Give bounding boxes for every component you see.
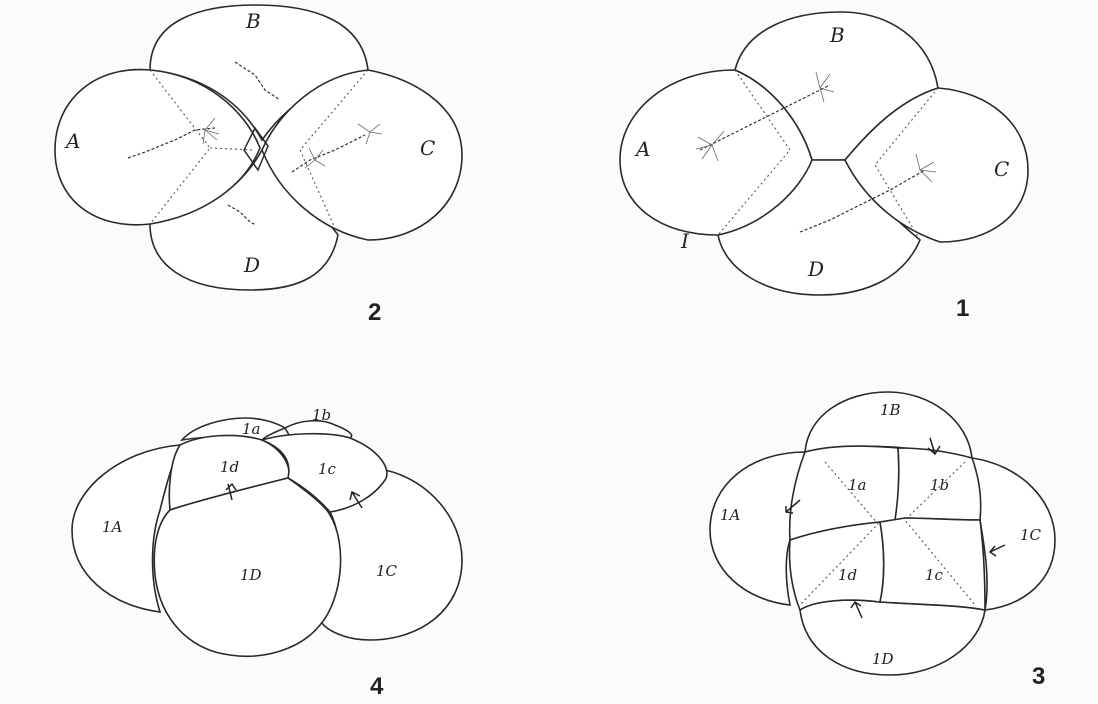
fig2-spindle-d [227, 204, 257, 226]
fig3-label-1c: 1C [1020, 526, 1042, 544]
fig3-cell-1c [879, 517, 986, 611]
fig1-aster-c [915, 153, 937, 183]
fig1-aster-b [815, 71, 835, 103]
fig3-label-1c-small: 1c [925, 566, 944, 584]
fig1-cell-c [844, 87, 1029, 243]
fig4-label-1d-small: 1d [220, 458, 239, 476]
fig2-cell-c [261, 69, 463, 241]
fig2-spindle-b [234, 61, 281, 101]
fig1-aster-a [695, 130, 725, 162]
fig1-label-d: D [807, 257, 824, 281]
fig4-label-1c: 1C [376, 562, 398, 580]
fig3-dotted-furrow-1 [799, 461, 879, 606]
fig1-number: 1 [956, 295, 969, 322]
fig3-arrow-1a [785, 499, 801, 514]
fig3-label-1d: 1D [872, 650, 894, 668]
fig3-arrow-1c [988, 544, 1006, 557]
fig4-label-1d: 1D [240, 566, 262, 584]
fig3-label-1b: 1B [880, 401, 901, 419]
fig2-label-c: C [420, 136, 435, 160]
fig4-label-1b: 1b [312, 406, 331, 424]
fig3-label-1a-small: 1a [848, 476, 867, 494]
fig1-spindle-cd [799, 169, 926, 233]
fig2-inner-edge [243, 126, 269, 172]
fig4-cell-1d-large [153, 477, 342, 658]
figure-2: A B C D 2 [54, 4, 463, 326]
fig4-arrow-d [225, 482, 237, 501]
fig4-label-1a-small: 1a [242, 420, 261, 438]
fig2-aster-center [304, 147, 326, 169]
fig4-label-1a: 1A [102, 518, 123, 536]
fig1-dotted-furrow-1 [717, 69, 791, 236]
fig4-arrow-c [349, 490, 363, 509]
fig4-label-1c-small: 1c [318, 460, 337, 478]
fig3-dotted-furrow-2 [904, 461, 976, 606]
fig2-spindle-a [127, 127, 216, 159]
fig1-label-b: B [829, 23, 845, 47]
fig4-cell-1a [71, 444, 182, 613]
fig3-cell-1d [788, 521, 885, 612]
fig1-label-c: C [994, 157, 1009, 181]
figure-3: 1B 1A 1C 1D 1a 1b 1c 1d 3 [709, 391, 1056, 690]
fig1-label-a: A [634, 137, 650, 161]
fig3-arrow-1b [927, 437, 941, 456]
fig2-aster-c [357, 123, 383, 145]
fig3-label-1d-small: 1d [838, 566, 857, 584]
fig2-aster-a [202, 117, 220, 145]
fig1-label-i: I [680, 229, 690, 253]
fig3-number: 3 [1032, 663, 1045, 690]
fig2-label-a: A [64, 129, 80, 153]
fig1-spindle-ab [699, 84, 831, 151]
fig3-label-1a: 1A [720, 506, 741, 524]
fig3-arrow-1d [850, 600, 863, 619]
fig4-number: 4 [370, 673, 384, 700]
fig3-label-1b-small: 1b [930, 476, 949, 494]
fig2-number: 2 [368, 299, 381, 326]
fig2-label-b: B [245, 9, 261, 33]
fig2-label-d: D [243, 253, 260, 277]
fig2-spindle-c [291, 134, 366, 173]
figure-4: 1A 1C 1D 1a 1b 1c 1d 4 [71, 406, 463, 700]
figure-1: A B C D I 1 [619, 11, 1029, 322]
